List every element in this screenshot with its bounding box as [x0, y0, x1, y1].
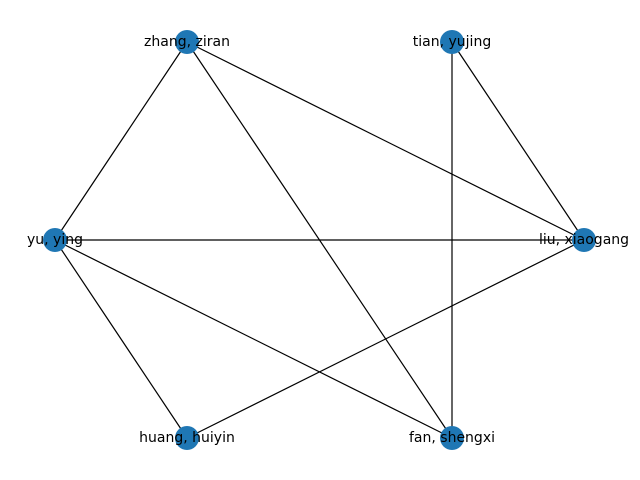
- node-yu: [43, 228, 67, 252]
- edges-layer: [54, 41, 585, 439]
- nodes-layer: [43, 30, 596, 450]
- node-zhang: [175, 30, 199, 54]
- node-label-fan: fan, shengxi: [409, 430, 495, 446]
- node-label-huang: huang, huiyin: [139, 430, 235, 446]
- node-huang: [175, 426, 199, 450]
- node-liu: [572, 228, 596, 252]
- edge-yu-huang: [54, 239, 188, 439]
- edge-zhang-liu: [186, 41, 585, 241]
- node-fan: [440, 426, 464, 450]
- edge-zhang-yu: [54, 41, 188, 241]
- node-tian: [440, 30, 464, 54]
- node-label-zhang: zhang, ziran: [144, 34, 230, 50]
- edge-yu-fan: [54, 239, 453, 439]
- node-label-tian: tian, yujing: [413, 34, 491, 50]
- node-label-liu: liu, xiaogang: [539, 232, 629, 248]
- edge-tian-liu: [451, 41, 585, 241]
- edge-liu-huang: [186, 239, 585, 439]
- node-label-yu: yu, ying: [27, 232, 83, 248]
- labels-layer: zhang, ziran tian, yujing yu, ying liu, xia…: [27, 34, 629, 446]
